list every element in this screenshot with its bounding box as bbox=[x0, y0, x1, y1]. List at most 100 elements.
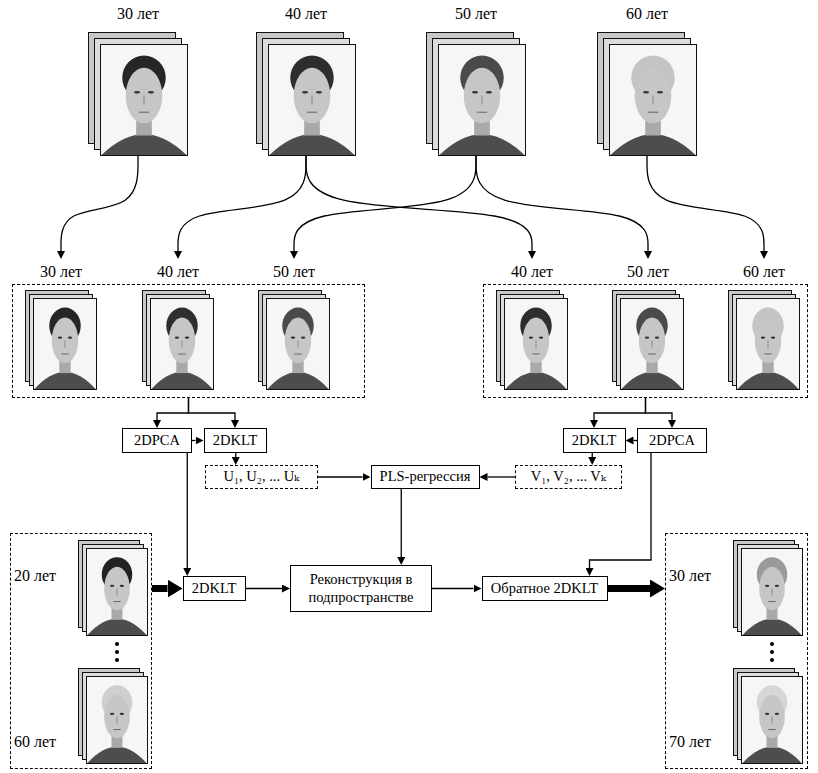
photo-frame bbox=[101, 45, 188, 156]
box-label: 2DPCA bbox=[134, 432, 180, 449]
age-label: 60 лет bbox=[597, 4, 697, 24]
age-label: 30 лет bbox=[25, 262, 97, 282]
face-nose bbox=[768, 340, 769, 347]
flow-arrow bbox=[178, 156, 306, 251]
dataset-group: 40 лет50 лет60 лет bbox=[483, 284, 808, 398]
flow-arrow bbox=[61, 156, 138, 251]
face-eye bbox=[148, 91, 154, 94]
box-label: V₁, V₂, ... Vₖ bbox=[531, 468, 606, 485]
face-shoulders bbox=[738, 372, 799, 389]
flow-arrow bbox=[318, 476, 363, 477]
photo-stack: 40 лет bbox=[496, 262, 568, 390]
face-eye bbox=[472, 91, 478, 94]
process-box: 2DKLT bbox=[563, 428, 626, 453]
face-eye bbox=[539, 337, 543, 339]
process-box: Реконструкция в подпространстве bbox=[290, 565, 432, 612]
face-oval bbox=[759, 695, 785, 739]
photo-frame bbox=[269, 45, 356, 156]
photo-stack-art bbox=[256, 32, 356, 156]
photo-stack: 40 лет bbox=[256, 4, 356, 156]
flow-arrow bbox=[157, 398, 189, 420]
photo-frame bbox=[34, 299, 97, 390]
photo-stack: 30 лет bbox=[669, 540, 803, 636]
box-label: 2DKLT bbox=[572, 432, 617, 449]
process-box: Обратное 2DKLT bbox=[482, 576, 608, 601]
process-box: 2DPCA bbox=[637, 428, 707, 453]
photo-stack-art bbox=[733, 540, 803, 636]
age-label: 60 лет bbox=[14, 732, 74, 752]
photo-stack: 50 лет bbox=[258, 262, 330, 390]
face-eye bbox=[120, 585, 124, 587]
face-eye bbox=[765, 713, 769, 715]
face-shoulders bbox=[440, 134, 525, 155]
face-oval bbox=[104, 567, 130, 611]
photo-frame bbox=[610, 45, 697, 156]
face-eye bbox=[529, 337, 533, 339]
photo-frame bbox=[742, 549, 803, 636]
input-arrow bbox=[152, 585, 168, 592]
face-nose bbox=[182, 340, 183, 347]
face-shoulders bbox=[622, 372, 683, 389]
flow-arrow bbox=[647, 156, 764, 251]
photo-stack: 60 лет bbox=[597, 4, 697, 156]
flow-arrow bbox=[187, 453, 188, 568]
process-box: 2DKLT bbox=[204, 428, 267, 453]
face-eye bbox=[301, 337, 305, 339]
face-eye bbox=[486, 91, 492, 94]
face-oval bbox=[464, 68, 501, 124]
box-label: U₁, U₂, ... Uₖ bbox=[224, 468, 300, 485]
face-eye bbox=[775, 585, 779, 587]
photo-stack: 20 лет bbox=[14, 540, 148, 636]
face-shoulders bbox=[88, 747, 147, 763]
face-oval bbox=[285, 318, 311, 364]
face-mouth bbox=[532, 354, 540, 355]
face-nose bbox=[144, 96, 145, 105]
photo-stack: 60 лет bbox=[14, 668, 148, 764]
face-shoulders bbox=[88, 619, 147, 635]
photo-frame bbox=[737, 299, 800, 390]
photo-frame bbox=[505, 299, 568, 390]
face-oval bbox=[523, 318, 549, 364]
age-label: 60 лет bbox=[728, 262, 800, 282]
face-eye bbox=[68, 337, 72, 339]
flow-arrow bbox=[189, 398, 236, 420]
age-label: 40 лет bbox=[496, 262, 568, 282]
face-mouth bbox=[768, 601, 775, 602]
ellipsis-dot bbox=[770, 642, 774, 646]
box-label: 2DKLT bbox=[192, 580, 237, 597]
photo-stack: 30 лет bbox=[25, 262, 97, 390]
dataset-group: 30 лет 70 лет bbox=[665, 533, 808, 769]
age-label: 40 лет bbox=[142, 262, 214, 282]
face-eye bbox=[645, 337, 649, 339]
ellipsis-dot bbox=[770, 650, 774, 654]
process-box: PLS-регрессия bbox=[371, 465, 480, 489]
face-nose bbox=[312, 96, 313, 105]
photo-stack-art bbox=[258, 290, 330, 390]
flow-arrow bbox=[401, 489, 402, 557]
face-shoulders bbox=[743, 747, 802, 763]
face-oval bbox=[126, 68, 163, 124]
photo-stack-art bbox=[496, 290, 568, 390]
face-nose bbox=[117, 589, 118, 596]
flow-arrow bbox=[235, 453, 236, 457]
face-mouth bbox=[307, 112, 317, 113]
ellipsis-dot bbox=[115, 642, 119, 646]
face-shoulders bbox=[35, 372, 96, 389]
face-mouth bbox=[648, 354, 656, 355]
box-label: 2DPCA bbox=[649, 432, 695, 449]
flow-arrow bbox=[592, 453, 593, 457]
age-label: 70 лет bbox=[669, 732, 729, 752]
data-box: U₁, U₂, ... Uₖ bbox=[205, 465, 318, 489]
face-nose bbox=[772, 717, 773, 724]
face-shoulders bbox=[743, 619, 802, 635]
flow-arrow bbox=[476, 156, 648, 251]
face-eye bbox=[58, 337, 62, 339]
flow-arrow bbox=[306, 156, 532, 251]
photo-stack: 50 лет bbox=[426, 4, 526, 156]
face-shoulders bbox=[270, 134, 355, 155]
face-mouth bbox=[648, 112, 658, 113]
photo-frame bbox=[87, 549, 148, 636]
photo-stack-art bbox=[78, 540, 148, 636]
face-nose bbox=[536, 340, 537, 347]
